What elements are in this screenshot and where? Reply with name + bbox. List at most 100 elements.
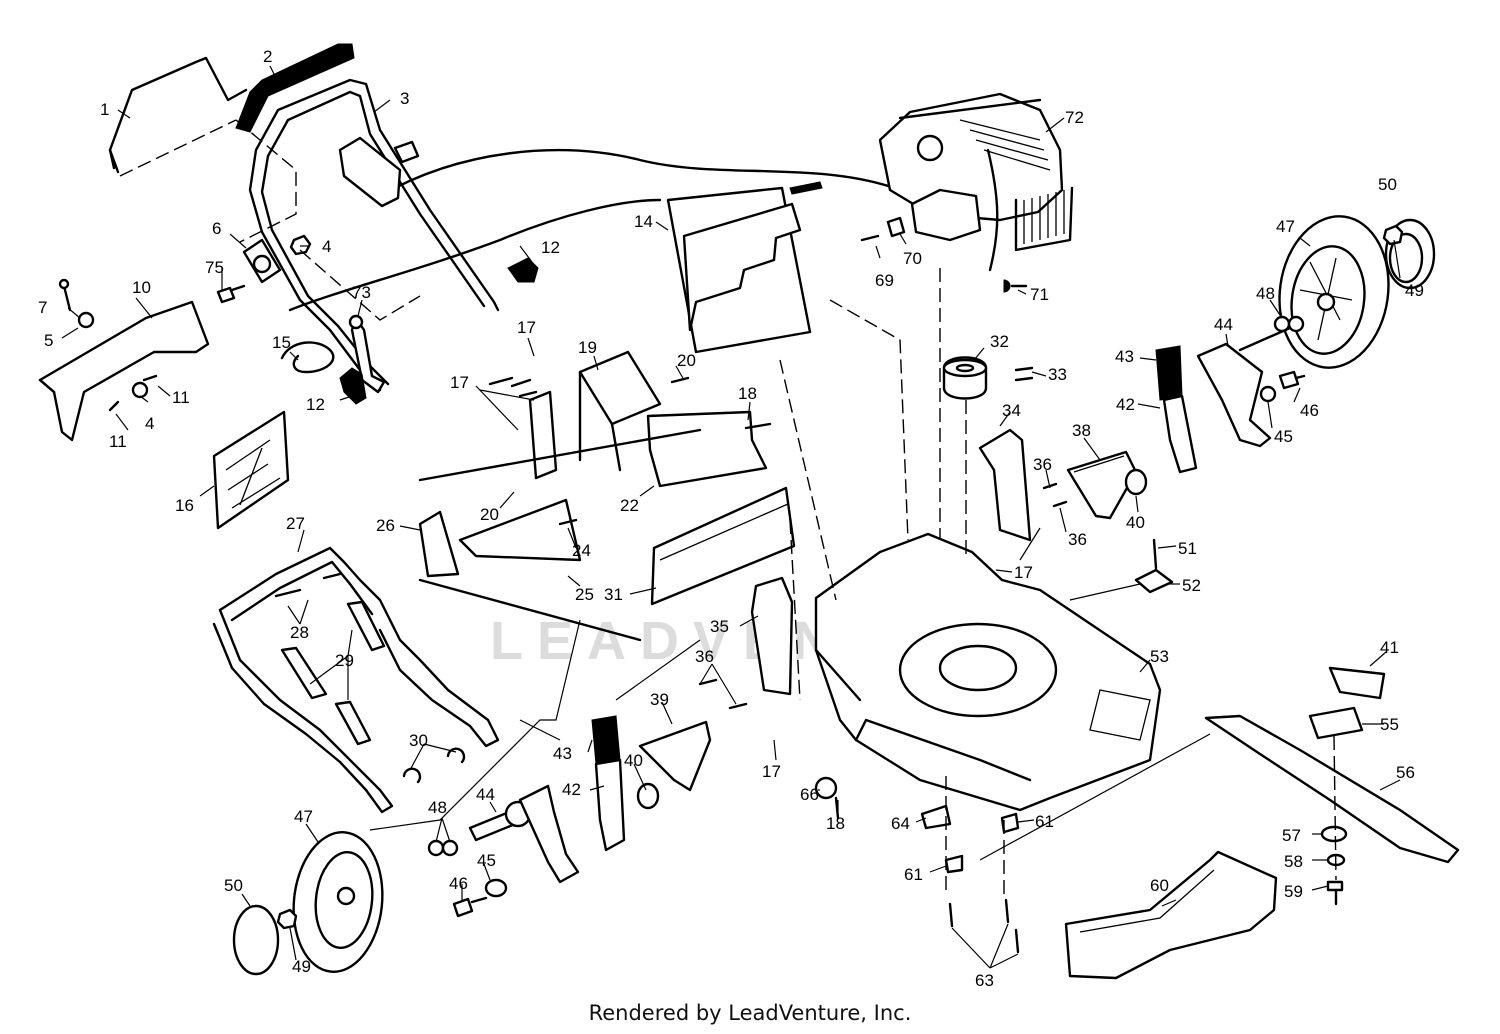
callout-c1: 1 bbox=[100, 100, 109, 119]
callout-c18b: 18 bbox=[826, 814, 845, 833]
callout-c61a: 61 bbox=[1035, 812, 1054, 831]
callout-c36c: 36 bbox=[695, 647, 714, 666]
callout-c43a: 43 bbox=[1115, 347, 1134, 366]
callout-c40b: 40 bbox=[624, 751, 643, 770]
callout-c36a: 36 bbox=[1033, 455, 1052, 474]
callout-c49b: 49 bbox=[292, 957, 311, 976]
part-60-baffle bbox=[1064, 850, 1278, 980]
part-1-control-bail bbox=[108, 56, 248, 174]
callout-c17b: 17 bbox=[450, 373, 469, 392]
callout-c46a: 46 bbox=[1300, 401, 1319, 420]
callout-c60: 60 bbox=[1150, 876, 1169, 895]
part-47-front-wheel bbox=[292, 831, 384, 973]
callout-c36b: 36 bbox=[1068, 530, 1087, 549]
callout-c47b: 47 bbox=[294, 807, 313, 826]
callout-c46b: 46 bbox=[449, 874, 468, 893]
callout-c41: 41 bbox=[1380, 638, 1399, 657]
part-47-rear-wheel bbox=[1278, 215, 1390, 369]
callout-c49a: 49 bbox=[1405, 281, 1424, 300]
callout-c40a: 40 bbox=[1126, 513, 1145, 532]
part-14-engine-cover-panel bbox=[666, 186, 812, 354]
callout-c55: 55 bbox=[1380, 715, 1399, 734]
callout-c57: 57 bbox=[1282, 826, 1301, 845]
callout-c14: 14 bbox=[634, 212, 653, 231]
callout-c48a: 48 bbox=[1256, 284, 1275, 303]
callout-c24: 24 bbox=[572, 541, 591, 560]
callout-c11a: 11 bbox=[172, 388, 190, 407]
callout-c39: 39 bbox=[650, 690, 669, 709]
callout-c69: 69 bbox=[875, 271, 894, 290]
callout-c11b: 11 bbox=[109, 432, 127, 451]
callout-c22: 22 bbox=[620, 496, 639, 515]
footer-credit: Rendered by LeadVenture, Inc. bbox=[588, 1001, 912, 1025]
part-3-upper-handle bbox=[248, 78, 500, 312]
callout-c73: 73 bbox=[352, 283, 371, 302]
callout-c66: 66 bbox=[800, 785, 819, 804]
callout-c7: 7 bbox=[38, 298, 47, 317]
callout-c61b: 61 bbox=[904, 865, 923, 884]
callout-c44b: 44 bbox=[476, 785, 495, 804]
callout-c12a: 12 bbox=[541, 238, 560, 257]
part-56-blade bbox=[1204, 714, 1460, 864]
part-19-chute-door bbox=[578, 350, 662, 426]
callout-c16: 16 bbox=[175, 496, 194, 515]
callout-c30: 30 bbox=[409, 731, 428, 750]
part-16-warning-decal bbox=[212, 410, 290, 530]
callout-c72: 72 bbox=[1065, 108, 1084, 127]
part-32-pulley bbox=[942, 356, 988, 400]
callout-c4b: 4 bbox=[145, 414, 154, 433]
callout-c5: 5 bbox=[44, 331, 53, 350]
callout-c70: 70 bbox=[903, 249, 922, 268]
callout-c17d: 17 bbox=[762, 762, 781, 781]
callout-c12b: 12 bbox=[306, 395, 325, 414]
callout-c75: 75 bbox=[205, 258, 224, 277]
callout-c45a: 45 bbox=[1274, 427, 1293, 446]
callout-c26: 26 bbox=[376, 516, 395, 535]
part-53-mower-deck bbox=[814, 532, 1162, 812]
part-26-bag-frame bbox=[418, 510, 460, 578]
callout-c15: 15 bbox=[272, 333, 291, 352]
callout-c63: 63 bbox=[975, 971, 994, 990]
callout-c17a: 17 bbox=[517, 318, 536, 337]
callout-c25: 25 bbox=[575, 585, 594, 604]
part-10-rear-flap bbox=[38, 300, 210, 442]
callout-c56: 56 bbox=[1396, 763, 1415, 782]
callout-c44a: 44 bbox=[1214, 315, 1233, 334]
callout-c48b: 48 bbox=[428, 798, 447, 817]
callout-c52: 52 bbox=[1182, 576, 1201, 595]
callout-c2: 2 bbox=[263, 47, 272, 66]
part-50-front-hubcap bbox=[232, 904, 280, 976]
part-27-lower-handle bbox=[212, 546, 500, 814]
callout-c42b: 42 bbox=[562, 780, 581, 799]
callout-c3: 3 bbox=[400, 89, 409, 108]
callout-c6: 6 bbox=[212, 219, 221, 238]
callout-c59: 59 bbox=[1284, 882, 1303, 901]
callout-c50b: 50 bbox=[224, 876, 243, 895]
callout-c58: 58 bbox=[1284, 852, 1303, 871]
callout-c20b: 20 bbox=[480, 505, 499, 524]
callout-c71: 71 bbox=[1030, 285, 1049, 304]
callout-c42a: 42 bbox=[1116, 395, 1135, 414]
callout-c38: 38 bbox=[1072, 421, 1091, 440]
callout-c10: 10 bbox=[132, 278, 151, 297]
callout-c64: 64 bbox=[891, 814, 910, 833]
callout-c43b: 43 bbox=[553, 744, 572, 763]
callout-c45b: 45 bbox=[477, 851, 496, 870]
callout-c28: 28 bbox=[290, 623, 309, 642]
callout-c4a: 4 bbox=[322, 237, 331, 256]
callout-c32: 32 bbox=[990, 332, 1009, 351]
part-72-engine bbox=[878, 92, 1074, 272]
callout-c29: 29 bbox=[335, 651, 354, 670]
callout-c51: 51 bbox=[1178, 539, 1197, 558]
callout-c20a: 20 bbox=[677, 351, 696, 370]
callout-c35: 35 bbox=[710, 617, 729, 636]
callout-c27: 27 bbox=[286, 514, 305, 533]
callout-c33: 33 bbox=[1048, 365, 1067, 384]
callout-c34: 34 bbox=[1002, 401, 1021, 420]
callout-c50a: 50 bbox=[1378, 175, 1397, 194]
callout-c17c: 17 bbox=[1014, 563, 1033, 582]
part-2-grip bbox=[235, 43, 355, 133]
callout-c47a: 47 bbox=[1276, 217, 1295, 236]
callout-c31: 31 bbox=[604, 585, 623, 604]
